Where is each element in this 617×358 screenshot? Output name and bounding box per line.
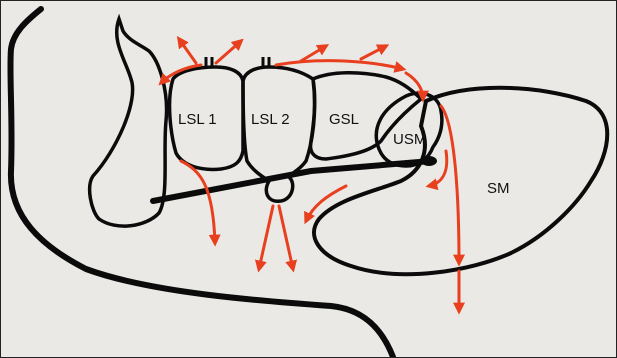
duct-opening <box>421 156 437 166</box>
label-lsl1: LSL 1 <box>178 111 217 128</box>
label-gsl: GSL <box>329 111 359 128</box>
label-sm: SM <box>487 180 510 197</box>
label-usm: USM <box>393 131 426 148</box>
label-lsl2: LSL 2 <box>251 111 290 128</box>
